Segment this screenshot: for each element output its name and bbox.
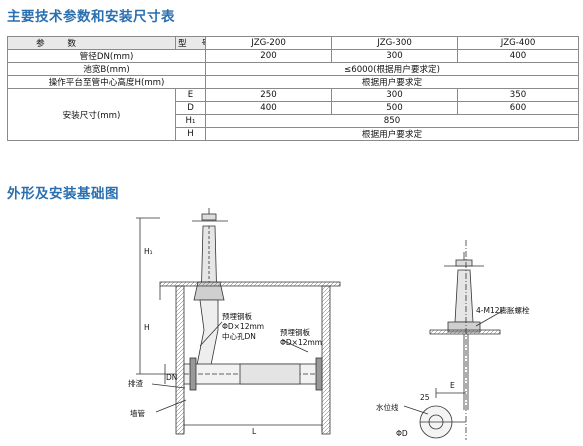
- row-label-platform-height: 操作平台至管中心高度H(mm): [7, 75, 206, 89]
- install-key-h1: H₁: [175, 114, 206, 128]
- dimension-e: [435, 388, 466, 398]
- cell-d-3: 600: [457, 101, 579, 115]
- spec-table-title: 主要技术参数和安装尺寸表: [7, 9, 175, 25]
- label-e: E: [450, 381, 455, 390]
- model-header-3: JZG-400: [457, 36, 579, 50]
- table-row: D 400 500 600: [8, 101, 579, 115]
- table-row: 池宽B(mm) ≤6000(根据用户要求定): [7, 62, 579, 76]
- cell-d-2: 500: [331, 101, 458, 115]
- platform-slab: [159, 281, 341, 287]
- param-header: 参 数: [7, 36, 176, 50]
- label-wall-pipe: 墙管: [130, 408, 145, 418]
- right-handwheel-icon: [444, 252, 484, 267]
- row-label-install: 安装尺寸(mm): [7, 88, 176, 141]
- cell-platform-height: 根据用户要求定: [205, 75, 579, 89]
- label-dn: DN: [166, 373, 177, 382]
- label-25: 25: [420, 393, 430, 402]
- dimension-h1: [136, 217, 160, 282]
- drawing-title: 外形及安装基础图: [7, 186, 119, 202]
- right-wall: [321, 285, 331, 435]
- label-h1: H₁: [144, 247, 153, 256]
- cell-dn-2: 300: [331, 49, 458, 63]
- cell-d-1: 400: [205, 101, 332, 115]
- label-phi-d: ΦD: [396, 429, 408, 438]
- cell-e-1: 250: [205, 88, 332, 102]
- model-header-1: JZG-200: [205, 36, 332, 50]
- dimension-l: [183, 418, 323, 432]
- label-plate2-title: 预埋钢板: [280, 327, 310, 337]
- left-elbow-pipe: [195, 299, 219, 371]
- spec-table: 参 数 型 号 JZG-200 JZG-300 JZG-400 管径DN(mm)…: [7, 36, 579, 141]
- label-plate1-size: ΦD×12mm: [222, 322, 264, 331]
- label-h: H: [144, 323, 150, 332]
- installation-drawing: H₁ H DN L 排渣 墙管 预埋钢板 ΦD×12mm 中心孔DN 预埋钢板 …: [128, 208, 530, 440]
- cell-pool-width: ≤6000(根据用户要求定): [205, 62, 579, 76]
- table-row: 安装尺寸(mm) E 250 300 350: [7, 88, 579, 141]
- cell-h1: 850: [205, 114, 579, 128]
- right-column: [454, 269, 474, 323]
- horizontal-pipe: [183, 357, 323, 391]
- cell-h: 根据用户要求定: [205, 127, 579, 141]
- cell-e-3: 350: [457, 88, 579, 102]
- label-outlet: 排渣: [128, 378, 143, 388]
- label-bolt: 4-M12膨胀螺栓: [476, 305, 530, 315]
- cell-dn-1: 200: [205, 49, 332, 63]
- table-header-row: 参 数 型 号 JZG-200 JZG-300 JZG-400: [7, 36, 579, 50]
- row-label-pool-width: 池宽B(mm): [7, 62, 206, 76]
- label-water-level: 水位线: [376, 402, 399, 412]
- label-l: L: [252, 427, 257, 436]
- type-header: 型 号: [175, 36, 206, 50]
- left-wall: [175, 285, 185, 435]
- install-key-e: E: [175, 88, 206, 102]
- label-plate2-size: ΦD×12mm: [280, 338, 322, 347]
- dimension-h: [136, 282, 176, 375]
- bottom-circle-outlet: [419, 405, 466, 439]
- label-plate1-center: 中心孔DN: [222, 331, 256, 341]
- cell-e-2: 300: [331, 88, 458, 102]
- install-key-h: H: [175, 127, 206, 141]
- cell-dn-3: 400: [457, 49, 579, 63]
- table-row: 操作平台至管中心高度H(mm) 根据用户要求定: [7, 75, 579, 89]
- model-header-2: JZG-300: [331, 36, 458, 50]
- table-row: 管径DN(mm) 200 300 400: [7, 49, 579, 63]
- table-row: H 根据用户要求定: [8, 127, 579, 141]
- left-handwheel-icon: [192, 208, 228, 222]
- install-key-d: D: [175, 101, 206, 115]
- row-label-pipe-dn: 管径DN(mm): [7, 49, 206, 63]
- right-floor: [429, 329, 501, 335]
- label-plate1-title: 预埋钢板: [222, 311, 252, 321]
